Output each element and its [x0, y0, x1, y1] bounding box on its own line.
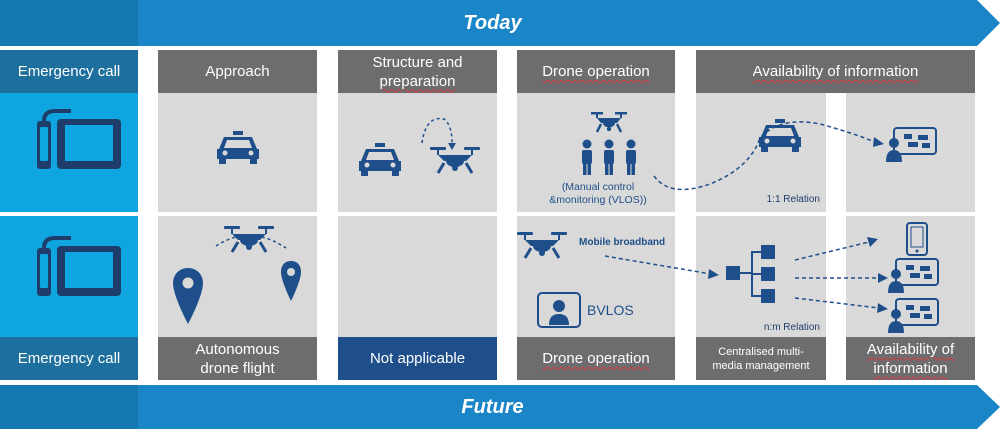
availability-future-line-1: Availability of [866, 340, 955, 358]
availability-panel-today-left: 1:1 Relation [696, 93, 826, 212]
emergency-call-label-top: Emergency call [0, 50, 138, 93]
structure-panel [338, 93, 497, 212]
emergency-call-panel-top [0, 93, 138, 212]
today-banner: Today [0, 0, 1000, 46]
drone-operation-label-future: Drone operation [517, 337, 675, 380]
monitor-person-icon [888, 298, 939, 333]
autonomous-line-2: drone flight [200, 359, 275, 377]
drone-operation-panel-today: (Manual control &monitoring (VLOS)) [517, 93, 675, 212]
police-car-icon [359, 143, 401, 176]
future-label: Future [461, 396, 524, 418]
emergency-call-panel-bottom [0, 216, 138, 337]
not-applicable-label: Not applicable [338, 337, 497, 380]
availability-text: Availability of information [752, 63, 919, 80]
monitor-person-icon [537, 292, 581, 328]
relation-n-m-label: n:m Relation [763, 322, 820, 333]
map-pin-icon [173, 268, 203, 324]
availability-panel-future [846, 216, 975, 337]
structure-and-word: and [437, 53, 463, 71]
emergency-call-label-bottom: Emergency call [0, 337, 138, 380]
person-icon [626, 139, 636, 175]
preparation-word: preparation [379, 72, 456, 90]
person-icon [604, 139, 614, 175]
drone-icon [591, 112, 627, 133]
future-flow-arrows [604, 237, 888, 313]
availability-panel-today-right [846, 93, 975, 212]
centralised-panel: n:m Relation [696, 216, 826, 337]
mobile-broadband-label: Mobile broadband [579, 237, 666, 248]
network-tree-icon [726, 245, 775, 303]
approach-panel [158, 93, 317, 212]
phone-tablet-icon [37, 109, 121, 169]
centralised-line-2: media management [712, 359, 810, 372]
autonomous-label: Autonomous drone flight [158, 337, 317, 380]
availability-header-today: Availability of information [696, 50, 975, 93]
people-group-icon [582, 139, 636, 175]
centralised-label: Centralised multi- media management [696, 337, 826, 380]
drone-operation-text: Drone operation [542, 63, 650, 80]
drone-icon [224, 226, 274, 253]
bvlos-label: BVLOS [587, 302, 634, 318]
map-pin-icon [281, 261, 301, 301]
future-banner: Future [0, 385, 1000, 429]
manual-line-1: (Manual control [561, 181, 635, 193]
person-icon [582, 139, 592, 175]
dashed-flow-arrow [653, 121, 884, 191]
drone-operation-panel-future: Mobile broadband BVLOS [517, 216, 675, 337]
monitor-person-icon [888, 258, 939, 293]
approach-header: Approach [158, 50, 317, 93]
availability-future-line-2: information [873, 359, 948, 377]
banner-arrow-shape [0, 0, 1000, 46]
manual-line-2: &monitoring (VLOS)) [549, 194, 647, 206]
police-car-icon [217, 131, 259, 164]
drone-icon [517, 232, 567, 259]
drone-operation-future-text: Drone operation [542, 350, 650, 367]
structure-word: Structure [372, 53, 434, 71]
smartphone-icon [906, 222, 928, 256]
autonomous-panel [158, 216, 317, 337]
manual-control-text: (Manual control &monitoring (VLOS)) [539, 181, 657, 207]
drone-operation-header-today: Drone operation [517, 50, 675, 93]
not-applicable-panel [338, 216, 497, 337]
relation-1-1-label: 1:1 Relation [766, 194, 820, 205]
autonomous-line-1: Autonomous [195, 340, 280, 358]
centralised-line-1: Centralised multi- [718, 345, 804, 358]
banner-arrow-shape [0, 385, 1000, 429]
drone-icon [430, 147, 480, 174]
structure-header: Structure and preparation [338, 50, 497, 93]
monitor-person-icon [886, 127, 937, 162]
dashed-curve-arrow [421, 117, 456, 150]
today-label: Today [463, 12, 522, 34]
phone-tablet-icon [37, 236, 121, 296]
availability-label-future: Availability of information [846, 337, 975, 380]
